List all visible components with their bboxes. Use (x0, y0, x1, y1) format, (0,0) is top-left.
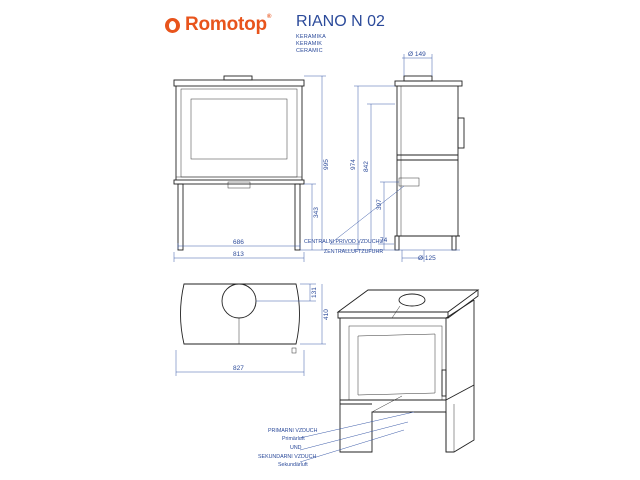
label-secondary-cz: SEKUNDARNI VZDUCH (258, 454, 316, 460)
iso-top-plate (336, 289, 480, 313)
front-flue-collar (223, 75, 253, 81)
dim-depth-collar: 131 (311, 287, 318, 298)
dim-flue-diameter: Ø 149 (408, 51, 426, 58)
label-primary-cz: PRIMARNI VZDUCH (268, 428, 318, 434)
side-handle (457, 117, 465, 149)
dim-offset-back: 74 (380, 237, 388, 244)
side-air-inlet (398, 177, 420, 187)
front-door-frame (180, 88, 298, 178)
material-label-de: KERAMIK (296, 41, 323, 47)
iso-glass (357, 333, 436, 396)
dim-height-total: 995 (323, 159, 330, 170)
brand-name: Romotop® (185, 14, 272, 35)
dim-depth-total: 410 (323, 309, 330, 320)
model-title: RIANO N 02 (296, 13, 385, 30)
front-base-plate (173, 179, 305, 185)
side-foot-back (451, 235, 457, 251)
iso-labels: PRIMARNI VZDUCH Primärluft UND SEKUNDARN… (258, 411, 415, 468)
plan-outline (180, 283, 300, 345)
label-central-air-cz: CENTRALNI PRIVOD VZDUCHU (304, 239, 383, 245)
material-label-en: CERAMIC (296, 48, 323, 54)
dim-height-air: 397 (376, 199, 383, 210)
plan-flue-circle (221, 283, 257, 319)
front-view (173, 75, 305, 251)
material-label-cz: KERAMIKA (296, 34, 327, 40)
dim-air-diameter: Ø 125 (418, 255, 436, 262)
dim-height-legs: 343 (313, 207, 320, 218)
iso-flue-opening (398, 293, 426, 307)
label-and: UND (290, 445, 302, 451)
side-top-plate (394, 80, 463, 87)
label-secondary-de: Sekundärluft (278, 462, 308, 468)
plan-dimensions: 131 410 827 (175, 283, 330, 376)
dim-height-side-a: 974 (350, 159, 357, 170)
dim-width-inner: 686 (233, 239, 244, 246)
flame-icon (165, 17, 180, 33)
label-primary-de: Primärluft (282, 436, 305, 442)
side-flue-collar (403, 75, 433, 82)
iso-view (336, 289, 480, 453)
front-glass (190, 98, 288, 160)
side-view (394, 75, 465, 251)
side-foot-front (394, 235, 400, 251)
iso-handle (441, 369, 447, 397)
iso-door-frame (348, 325, 443, 401)
dim-height-side-b: 842 (363, 161, 370, 172)
plan-view (180, 283, 300, 354)
side-dimensions: Ø 149 974 842 397 74 Ø 125 CENTRALNI PRI… (304, 51, 460, 262)
front-leg-right (294, 183, 301, 251)
front-dimensions: 686 813 995 343 (173, 75, 330, 262)
brand-logo: Romotop® (165, 14, 271, 36)
label-central-air-de: ZENTRALLUFTZUFUHR (324, 249, 383, 255)
plan-handle (291, 347, 297, 354)
front-leg-left (177, 183, 184, 251)
dim-width-total: 813 (233, 251, 244, 258)
dim-plan-width: 827 (233, 365, 244, 372)
front-top-plate (173, 79, 305, 87)
iso-base-side (445, 385, 475, 453)
front-ash-drawer (227, 181, 251, 189)
